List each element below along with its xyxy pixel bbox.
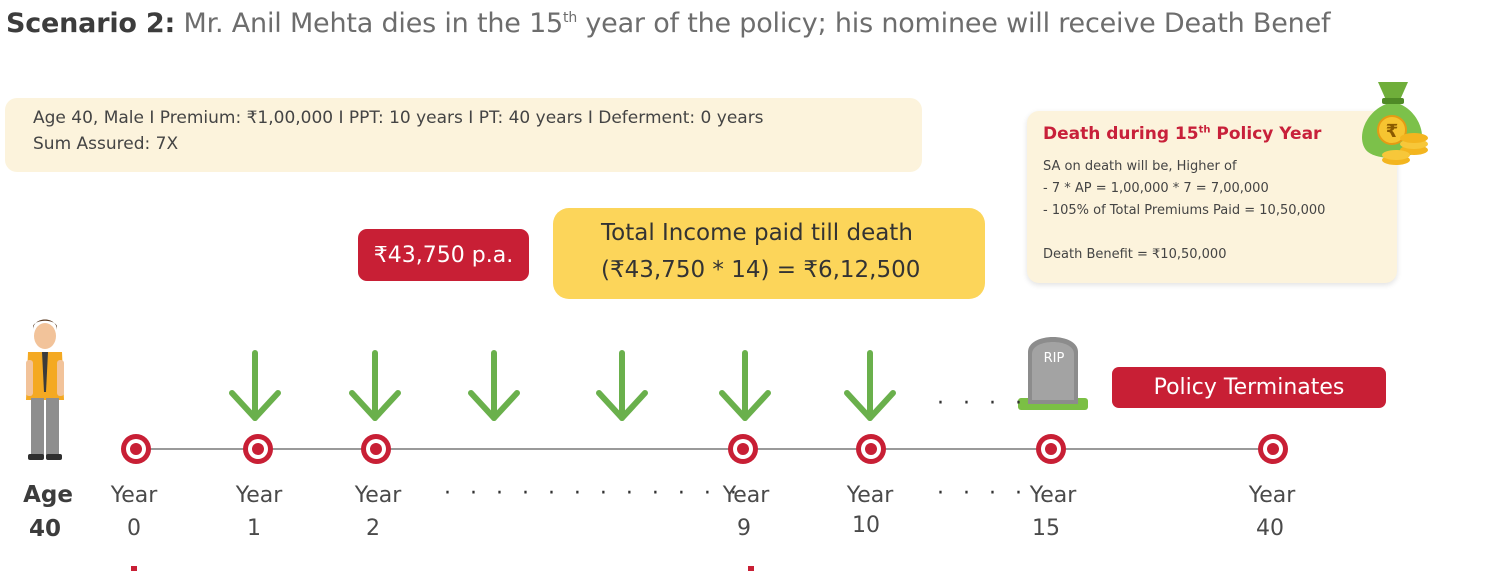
title-superscript: th [563, 10, 577, 26]
timeline-marker [1036, 434, 1066, 464]
year-label: Year [235, 483, 283, 508]
death-heading-part2: Policy Year [1210, 124, 1322, 144]
money-bag-icon: ₹ [1362, 82, 1428, 165]
year-value: 2 [366, 516, 380, 541]
year-value: 9 [737, 516, 751, 541]
year-label: Year [354, 483, 402, 508]
year-label: Year [846, 483, 894, 508]
year-label: Year [110, 483, 158, 508]
title-text-part2: year of the policy; his nominee will rec… [577, 8, 1331, 39]
total-income-box: Total Income paid till death (₹43,750 * … [553, 208, 985, 299]
ellipsis: · · · · [937, 391, 1028, 416]
policy-info-line-1: Age 40, Male I Premium: ₹1,00,000 I PPT:… [33, 108, 764, 128]
income-arrow-icon [349, 350, 401, 421]
income-arrow-icon [596, 350, 648, 421]
ellipsis: · · · · [937, 481, 1028, 506]
policy-info-line-2: Sum Assured: 7X [33, 134, 179, 154]
bottom-tick [748, 566, 754, 571]
death-heading-part1: Death during 15 [1043, 124, 1199, 144]
income-arrow-icon [468, 350, 520, 421]
year-label: Year [1029, 483, 1077, 508]
year-value: 1 [247, 516, 261, 541]
death-benefit-card: Death during 15th Policy Year SA on deat… [1027, 111, 1397, 283]
income-arrow-icon [229, 350, 281, 421]
death-card-line: - 105% of Total Premiums Paid = 10,50,00… [1043, 203, 1326, 218]
total-income-line-2: (₹43,750 * 14) = ₹6,12,500 [601, 257, 921, 283]
year-label: Year [722, 483, 770, 508]
income-arrow-icon [844, 350, 896, 421]
timeline-marker [728, 434, 758, 464]
timeline-markers [121, 434, 1288, 464]
total-income-line-1: Total Income paid till death [601, 220, 913, 246]
year-value: 15 [1032, 516, 1060, 541]
timeline-marker [243, 434, 273, 464]
person-icon [26, 319, 64, 460]
year-value: 10 [852, 513, 880, 538]
annual-income-badge: ₹43,750 p.a. [358, 229, 529, 281]
policy-terminates-badge: Policy Terminates [1112, 367, 1386, 408]
svg-text:₹: ₹ [1386, 121, 1399, 142]
death-card-heading: Death during 15th Policy Year [1043, 124, 1321, 144]
timeline-marker [121, 434, 151, 464]
scenario-label: Scenario 2: [6, 8, 176, 39]
scenario-title: Scenario 2: Mr. Anil Mehta dies in the 1… [6, 8, 1330, 39]
ellipsis: · · · · · · · · · · · · [444, 481, 743, 506]
title-text-part1: Mr. Anil Mehta dies in the 15 [175, 8, 564, 39]
income-arrow-icon [719, 350, 771, 421]
tombstone-icon [1018, 337, 1088, 410]
death-benefit-amount: Death Benefit = ₹10,50,000 [1043, 247, 1227, 262]
timeline-marker [361, 434, 391, 464]
policy-info-box: Age 40, Male I Premium: ₹1,00,000 I PPT:… [5, 98, 922, 172]
tombstone-label: RIP [1043, 351, 1065, 366]
timeline-marker [856, 434, 886, 464]
age-value: 40 [28, 516, 61, 542]
death-card-line: SA on death will be, Higher of [1043, 159, 1237, 174]
bottom-tick [131, 566, 137, 571]
year-value: 40 [1256, 516, 1284, 541]
death-heading-superscript: th [1198, 124, 1211, 136]
timeline-marker [1258, 434, 1288, 464]
year-label: Year [1248, 483, 1296, 508]
age-label: Age [23, 482, 73, 508]
year-value: 0 [127, 516, 141, 541]
death-card-line: - 7 * AP = 1,00,000 * 7 = 7,00,000 [1043, 181, 1269, 196]
